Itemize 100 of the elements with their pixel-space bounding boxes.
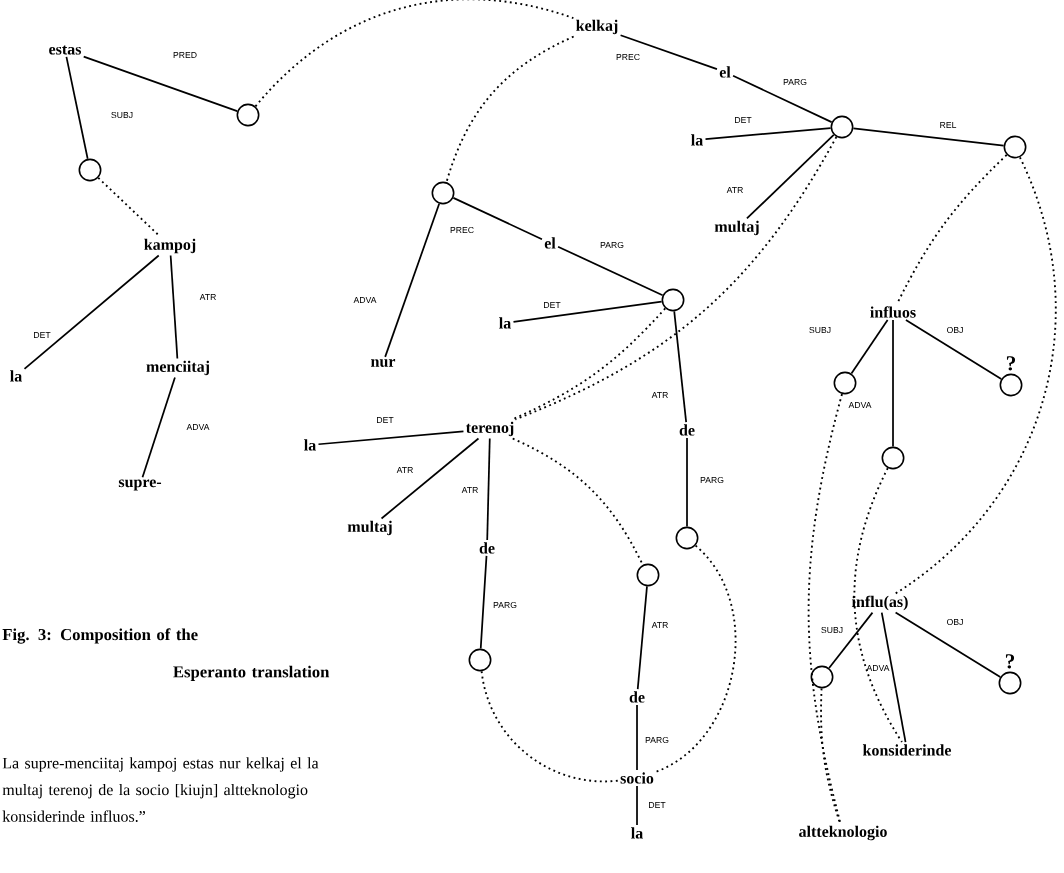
- dotted-link: [894, 156, 1057, 595]
- edge-label: DET: [377, 417, 394, 423]
- figure-caption: Fig. 3: Composition of the Esperanto translation: [2, 628, 330, 681]
- tree-branch: [892, 319, 894, 448]
- dotted-link: [511, 307, 667, 421]
- edge-label: SUBJ: [111, 111, 133, 119]
- dotted-link: [655, 544, 737, 773]
- edge-label: ATR: [651, 392, 668, 398]
- question-mark: ?: [1005, 654, 1015, 669]
- edge-label: DET: [544, 302, 561, 308]
- tree-branch: [380, 437, 480, 520]
- tree-branch: [746, 134, 835, 220]
- empty-circle-node: [636, 563, 660, 587]
- tree-branch: [636, 785, 638, 826]
- tree-word: nur: [371, 359, 396, 367]
- edge-label: SUBJ: [821, 626, 843, 634]
- tree-branch: [673, 310, 687, 423]
- empty-circle-node: [881, 446, 905, 470]
- edge-label: PARG: [645, 736, 669, 744]
- edge-label: SUBJ: [809, 326, 831, 334]
- tree-branch: [686, 437, 688, 528]
- tree-word: multaj: [714, 220, 759, 236]
- edge-label: DET: [34, 332, 51, 338]
- tree-word: la: [304, 439, 316, 451]
- tree-word: menciitaj: [146, 360, 209, 376]
- empty-circle-node: [468, 648, 492, 672]
- tree-branch: [452, 197, 543, 241]
- question-mark: ?: [1006, 356, 1016, 371]
- dotted-link: [514, 136, 838, 421]
- tree-branch: [141, 376, 176, 479]
- empty-circle-node: [661, 288, 685, 312]
- tree-branch: [486, 437, 491, 541]
- edge-label: PRED: [173, 52, 197, 58]
- tree-word: altteknologio: [799, 825, 887, 841]
- edge-label: ATR: [651, 622, 668, 628]
- tree-word: de: [629, 691, 645, 703]
- empty-circle-node: [78, 158, 102, 182]
- tree-branch: [65, 55, 89, 160]
- tree-branch: [384, 202, 441, 358]
- example-sentence: La supre-menciitaj kampoj estas nur kelkaj el la multaj terenoj de la socio [kiujn] altteknologio konsiderinde influos.”: [2, 757, 319, 822]
- tree-word: la: [691, 134, 703, 146]
- empty-circle-node: [236, 103, 260, 127]
- tree-branch: [704, 127, 832, 141]
- edge-label: ADVA: [848, 402, 872, 408]
- tree-branch: [828, 611, 874, 669]
- tree-branch: [82, 55, 239, 113]
- dotted-link: [254, 0, 575, 108]
- tree-word: kelkaj: [576, 19, 618, 35]
- edge-label: PREC: [450, 226, 474, 234]
- empty-circle-node: [675, 526, 699, 550]
- dotted-link: [445, 35, 575, 183]
- tree-word: el: [544, 237, 556, 249]
- tree-word: de: [479, 542, 495, 554]
- tree-branch: [636, 704, 638, 771]
- edge-label: ADVA: [866, 665, 890, 671]
- tree-branch: [317, 430, 465, 446]
- tree-branch: [619, 34, 718, 71]
- empty-circle-node: [1003, 135, 1027, 159]
- tree-branch: [23, 254, 160, 370]
- edge-label: REL: [940, 122, 957, 128]
- empty-circle-node: [833, 371, 857, 395]
- edge-label: ATR: [396, 467, 413, 473]
- edge-label: PARG: [600, 241, 624, 249]
- tree-word: terenoj: [465, 421, 514, 437]
- tree-word: de: [679, 424, 695, 436]
- tree-branch: [557, 245, 664, 297]
- edge-label: OBJ: [947, 618, 963, 626]
- edge-label: PARG: [783, 78, 807, 86]
- edge-label: ATR: [199, 294, 216, 300]
- edge-label: ATR: [461, 487, 478, 493]
- edge-label: ADVA: [186, 424, 210, 430]
- tree-branch: [169, 254, 179, 360]
- tree-branch: [636, 585, 648, 690]
- empty-circle-node: [810, 665, 834, 689]
- empty-circle-node: [431, 181, 455, 205]
- tree-branch: [880, 611, 907, 743]
- tree-word: supre-: [118, 479, 162, 491]
- tree-word: influos: [870, 306, 916, 318]
- dotted-link: [820, 687, 841, 825]
- tree-branch: [732, 74, 833, 123]
- edge-label: PARG: [700, 476, 724, 484]
- tree-word: la: [10, 370, 22, 382]
- edge-label: OBJ: [947, 326, 963, 334]
- edge-label: ADVA: [353, 297, 377, 303]
- tree-branch: [894, 611, 1002, 678]
- tree-branch: [512, 300, 663, 323]
- tree-word: la: [499, 317, 511, 329]
- tree-word: socio: [620, 772, 654, 784]
- edge-label: DET: [735, 117, 752, 123]
- tree-word: multaj: [347, 520, 392, 536]
- tree-word: el: [719, 66, 731, 78]
- edge-label: ATR: [726, 187, 743, 193]
- tree-branch: [905, 319, 1003, 380]
- tree-word: kampoj: [144, 238, 196, 254]
- tree-word: konsiderinde: [862, 744, 952, 756]
- dotted-link: [853, 467, 903, 744]
- edge-label: DET: [649, 802, 666, 808]
- tree-branch: [850, 319, 889, 375]
- edge-label: PREC: [616, 53, 640, 61]
- empty-circle-node: [830, 115, 854, 139]
